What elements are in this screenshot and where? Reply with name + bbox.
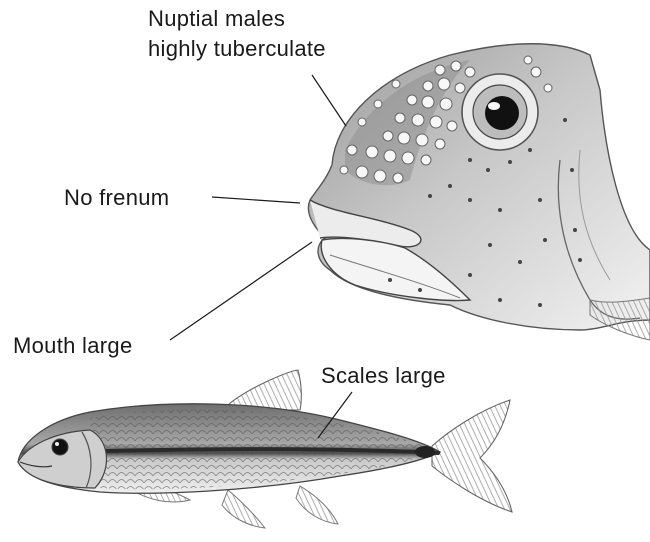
whole-fish: [18, 370, 512, 528]
caudal-fin: [432, 400, 512, 512]
label-nuptial-line1: Nuptial males: [148, 4, 326, 34]
dorsal-fin: [228, 370, 301, 410]
label-scales-large: Scales large: [321, 361, 446, 391]
label-no-frenum: No frenum: [64, 183, 169, 213]
leader-nuptial: [312, 75, 346, 126]
label-mouth-large: Mouth large: [13, 331, 132, 361]
pelvic-fin: [222, 490, 265, 528]
anal-fin: [296, 486, 338, 524]
label-nuptial-line2: highly tuberculate: [148, 34, 326, 64]
small-fish-eye: [52, 439, 68, 455]
label-nuptial-males: Nuptial males highly tuberculate: [148, 4, 326, 64]
leader-mouth: [170, 242, 312, 340]
eye: [462, 74, 538, 150]
leader-frenum: [212, 197, 300, 203]
pectoral-fin: [590, 298, 650, 340]
fish-head-closeup: [308, 44, 650, 340]
